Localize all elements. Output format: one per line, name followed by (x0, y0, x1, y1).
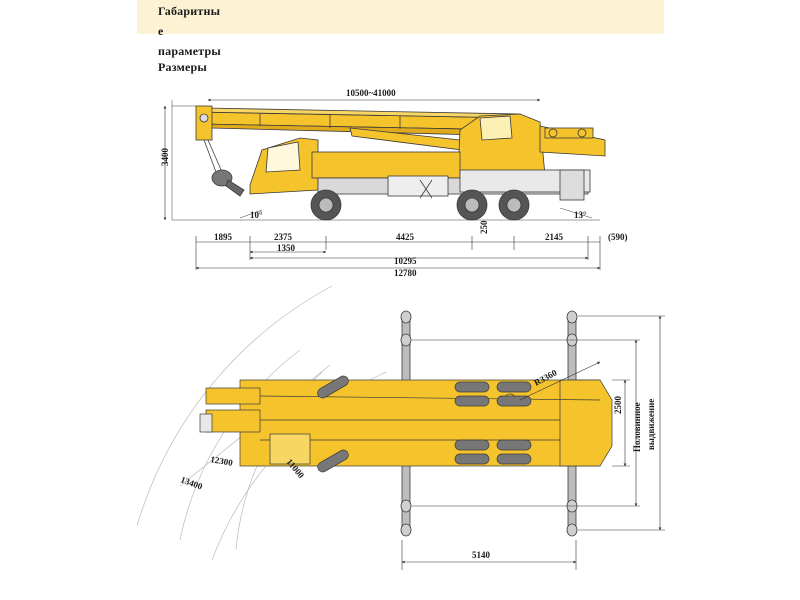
dim-radius-mid: 12300 (210, 454, 234, 468)
superstructure (457, 113, 606, 176)
dim-chassis-length: 10295 (394, 256, 417, 266)
wheels (310, 189, 530, 221)
outrigger-label-1: Половинное (632, 402, 642, 452)
dim-ground-clearance: 250 (479, 220, 489, 234)
heading-line-4: Размеры (158, 60, 207, 74)
dim-total-length: 12780 (394, 268, 417, 278)
outrigger-label-2: выдвижение (646, 399, 656, 450)
dim-cab-to-axle: 2375 (274, 232, 293, 242)
dim-rear-to-axle: 2145 (545, 232, 564, 242)
dim-outrigger-span: 5140 (472, 550, 491, 560)
dim-outrigger-half: 2500 (613, 396, 623, 415)
dim-radius-outer: 13400 (179, 474, 204, 491)
dim-approach-angle: 10° (250, 210, 263, 220)
side-view (171, 100, 606, 221)
dim-axle-span: 4425 (396, 232, 415, 242)
heading-line-3: параметры (158, 44, 221, 58)
carrier-chassis (249, 137, 591, 201)
dim-rear-extra: (590) (608, 232, 628, 242)
header-band (137, 0, 664, 34)
crane-top-view (199, 375, 613, 473)
dim-front-overhang: 1895 (214, 232, 233, 242)
top-dimensions (401, 315, 665, 570)
side-dimensions (163, 98, 601, 270)
dim-front-wheel-offset: 1350 (277, 243, 296, 253)
dim-boom-length: 10500~41000 (346, 88, 396, 98)
heading-line-1: Габаритны (158, 4, 221, 18)
heading-line-2: е (158, 24, 164, 38)
dim-departure-angle: 13° (574, 210, 587, 220)
dim-height: 3400 (160, 148, 170, 167)
